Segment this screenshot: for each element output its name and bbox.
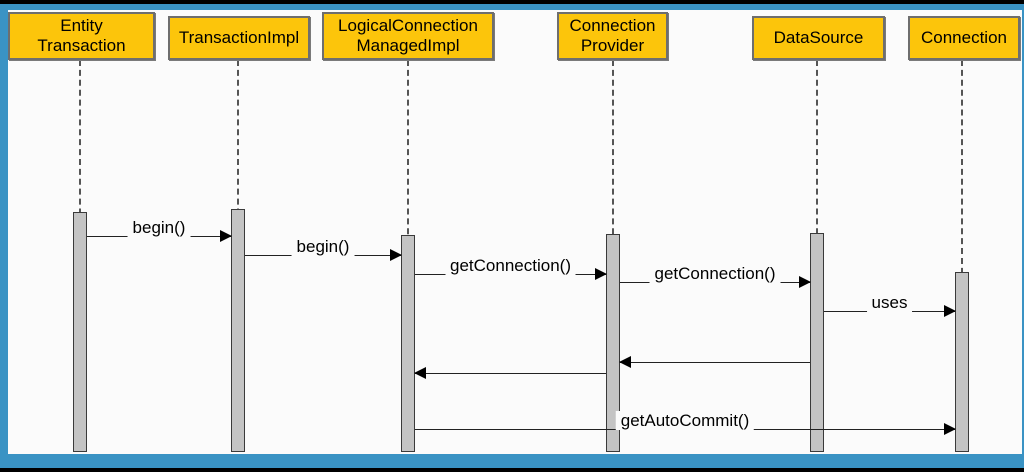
arrow-head-icon [220,230,232,242]
message-uses-5[interactable]: uses [824,293,956,319]
arrow-head-icon [390,249,402,261]
message-label: uses [866,293,913,312]
message-label: getAutoCommit() [615,411,755,430]
arrow-head-icon [595,268,607,280]
message-label: begin() [291,237,355,256]
participant-box-transactionImpl[interactable]: TransactionImpl [168,16,310,60]
message-line [415,373,606,374]
activation-bar-transactionImpl [231,209,245,452]
participant-box-dataSource[interactable]: DataSource [752,16,885,60]
message-line [620,362,810,363]
participant-label: TransactionImpl [178,28,300,47]
message-return-6[interactable] [619,356,810,370]
message-getconnection-3[interactable]: getConnection() [415,256,607,282]
message-return-7[interactable] [414,367,606,381]
lifeline-connection [961,60,963,452]
message-getautocommit-8[interactable]: getAutoCommit() [415,411,956,437]
activation-bar-logicalConnectionManagedImpl [401,235,415,452]
activation-bar-connection [955,272,969,452]
message-label: getConnection() [445,256,576,275]
message-begin-1[interactable]: begin() [87,218,232,244]
participant-label: Connection [920,28,1007,47]
arrow-head-icon [799,276,811,288]
arrow-head-icon [944,423,956,435]
activation-bar-entityTransaction [73,212,87,452]
arrow-head-icon [944,305,956,317]
activation-bar-dataSource [810,233,824,452]
arrow-head-icon [414,367,426,379]
message-label: begin() [127,218,191,237]
message-begin-2[interactable]: begin() [245,237,402,263]
message-label: getConnection() [649,264,781,283]
message-getconnection-4[interactable]: getConnection() [620,264,811,290]
participant-label: DataSource [773,28,864,47]
activation-bar-connectionProvider [606,234,620,452]
arrow-head-icon [619,356,631,368]
participant-box-connection[interactable]: Connection [908,16,1020,60]
